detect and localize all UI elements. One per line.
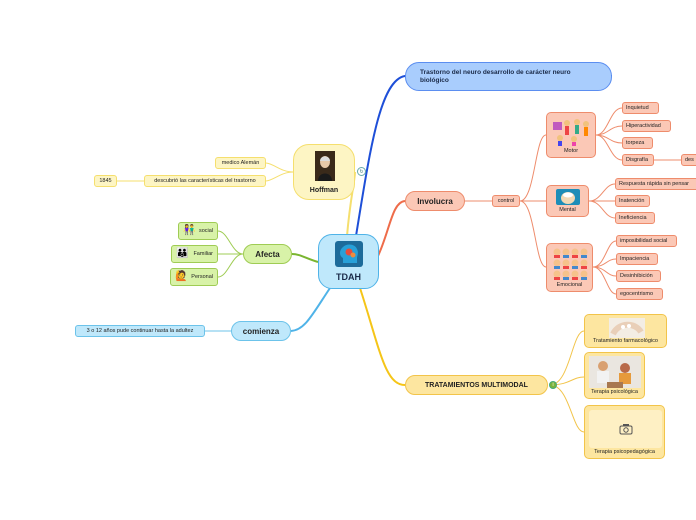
info-marker-icon[interactable]: i <box>549 381 557 389</box>
branch-top-node[interactable]: Trastorno del neuro desarrollo de caráct… <box>405 62 612 91</box>
motor-child-disgrafia[interactable]: Disgrafía <box>622 154 654 166</box>
control-node[interactable]: control <box>492 195 520 207</box>
afecta-child-familiar[interactable]: 👪 Familiar <box>171 245 218 263</box>
emotion-faces-icon <box>553 248 588 280</box>
terapia-psicopedagogica-card[interactable]: Terapia psicopedagógica <box>584 405 665 459</box>
link-hoffman-children <box>117 162 295 182</box>
comienza-node[interactable]: comienza <box>231 321 291 341</box>
camera-icon <box>619 424 632 435</box>
hoffman-portrait-icon <box>315 151 335 181</box>
afecta-node[interactable]: Afecta <box>243 244 292 264</box>
link-marker-icon[interactable]: ↻ <box>357 167 366 176</box>
motor-node[interactable]: Motor <box>546 112 596 158</box>
terapia-psicologica-card[interactable]: Terapia psicológica <box>584 352 645 399</box>
link-emocional-children <box>592 240 617 295</box>
involucra-node[interactable]: Involucra <box>405 191 465 211</box>
branch-top-label: Trastorno del neuro desarrollo de caráct… <box>420 68 571 84</box>
motor-child-hiperactividad[interactable]: Hiperactividad <box>622 120 671 132</box>
central-node[interactable]: TDAH <box>318 234 379 289</box>
afecta-child-social[interactable]: 👫 social <box>178 222 218 240</box>
family-icon: 👪 <box>176 248 189 259</box>
central-label: TDAH <box>336 272 361 282</box>
hoffman-year[interactable]: 1845 <box>94 175 117 187</box>
mental-node[interactable]: Mental <box>546 185 589 217</box>
link-afecta <box>291 253 319 263</box>
hoffman-label: Hoffman <box>309 187 339 194</box>
therapy-session-photo <box>589 356 641 388</box>
kids-playing-icon <box>553 119 589 146</box>
link-afecta-children <box>217 230 244 278</box>
person-icon: 🙋 <box>175 271 188 282</box>
link-control-children <box>519 134 547 268</box>
link-mental-children <box>588 183 616 219</box>
head-mind-icon <box>556 189 580 205</box>
mental-child-ineficiencia[interactable]: Ineficiencia <box>615 212 655 224</box>
hoffman-child-medico[interactable]: medico Alemán <box>215 157 266 169</box>
hoffman-node[interactable]: Hoffman <box>293 144 355 200</box>
mental-child-respuesta[interactable]: Respuesta rápida sin pensar <box>615 178 696 190</box>
afecta-child-personal[interactable]: 🙋 Personal <box>170 268 218 286</box>
link-tratamientos <box>359 287 406 386</box>
motor-child-extra[interactable]: des <box>681 154 696 166</box>
motor-child-inquietud[interactable]: Inquietud <box>622 102 659 114</box>
emocional-child-egocentrismo[interactable]: egocentrismo <box>616 288 663 300</box>
link-top <box>355 75 612 237</box>
image-placeholder <box>589 410 662 448</box>
mental-child-inatencion[interactable]: Inatención <box>615 195 650 207</box>
emocional-node[interactable]: Emocional <box>546 243 593 292</box>
emocional-child-desinhibicion[interactable]: Desinhibición <box>616 270 661 282</box>
motor-child-torpeza[interactable]: torpeza <box>622 137 653 149</box>
emocional-child-imposibilidad[interactable]: imposibilidad social <box>616 235 677 247</box>
hoffman-child-descubrio[interactable]: descubrió las características del trasto… <box>144 175 266 187</box>
tratamiento-farmacologico-card[interactable]: Tratamiento farmacológico <box>584 314 667 348</box>
link-involucra <box>377 200 406 257</box>
link-comienza <box>290 287 331 332</box>
tratamientos-node[interactable]: TRATAMIENTOS MULTIMODAL <box>405 375 548 395</box>
comienza-child-edad[interactable]: 3 o 12 años pude continuar hasta la adul… <box>75 325 205 337</box>
social-icon: 👫 <box>183 225 196 236</box>
emocional-child-impaciencia[interactable]: Impaciencia <box>616 253 658 265</box>
link-motor-children <box>595 107 681 161</box>
brain-head-icon <box>335 241 363 267</box>
pills-hand-photo <box>609 318 645 338</box>
